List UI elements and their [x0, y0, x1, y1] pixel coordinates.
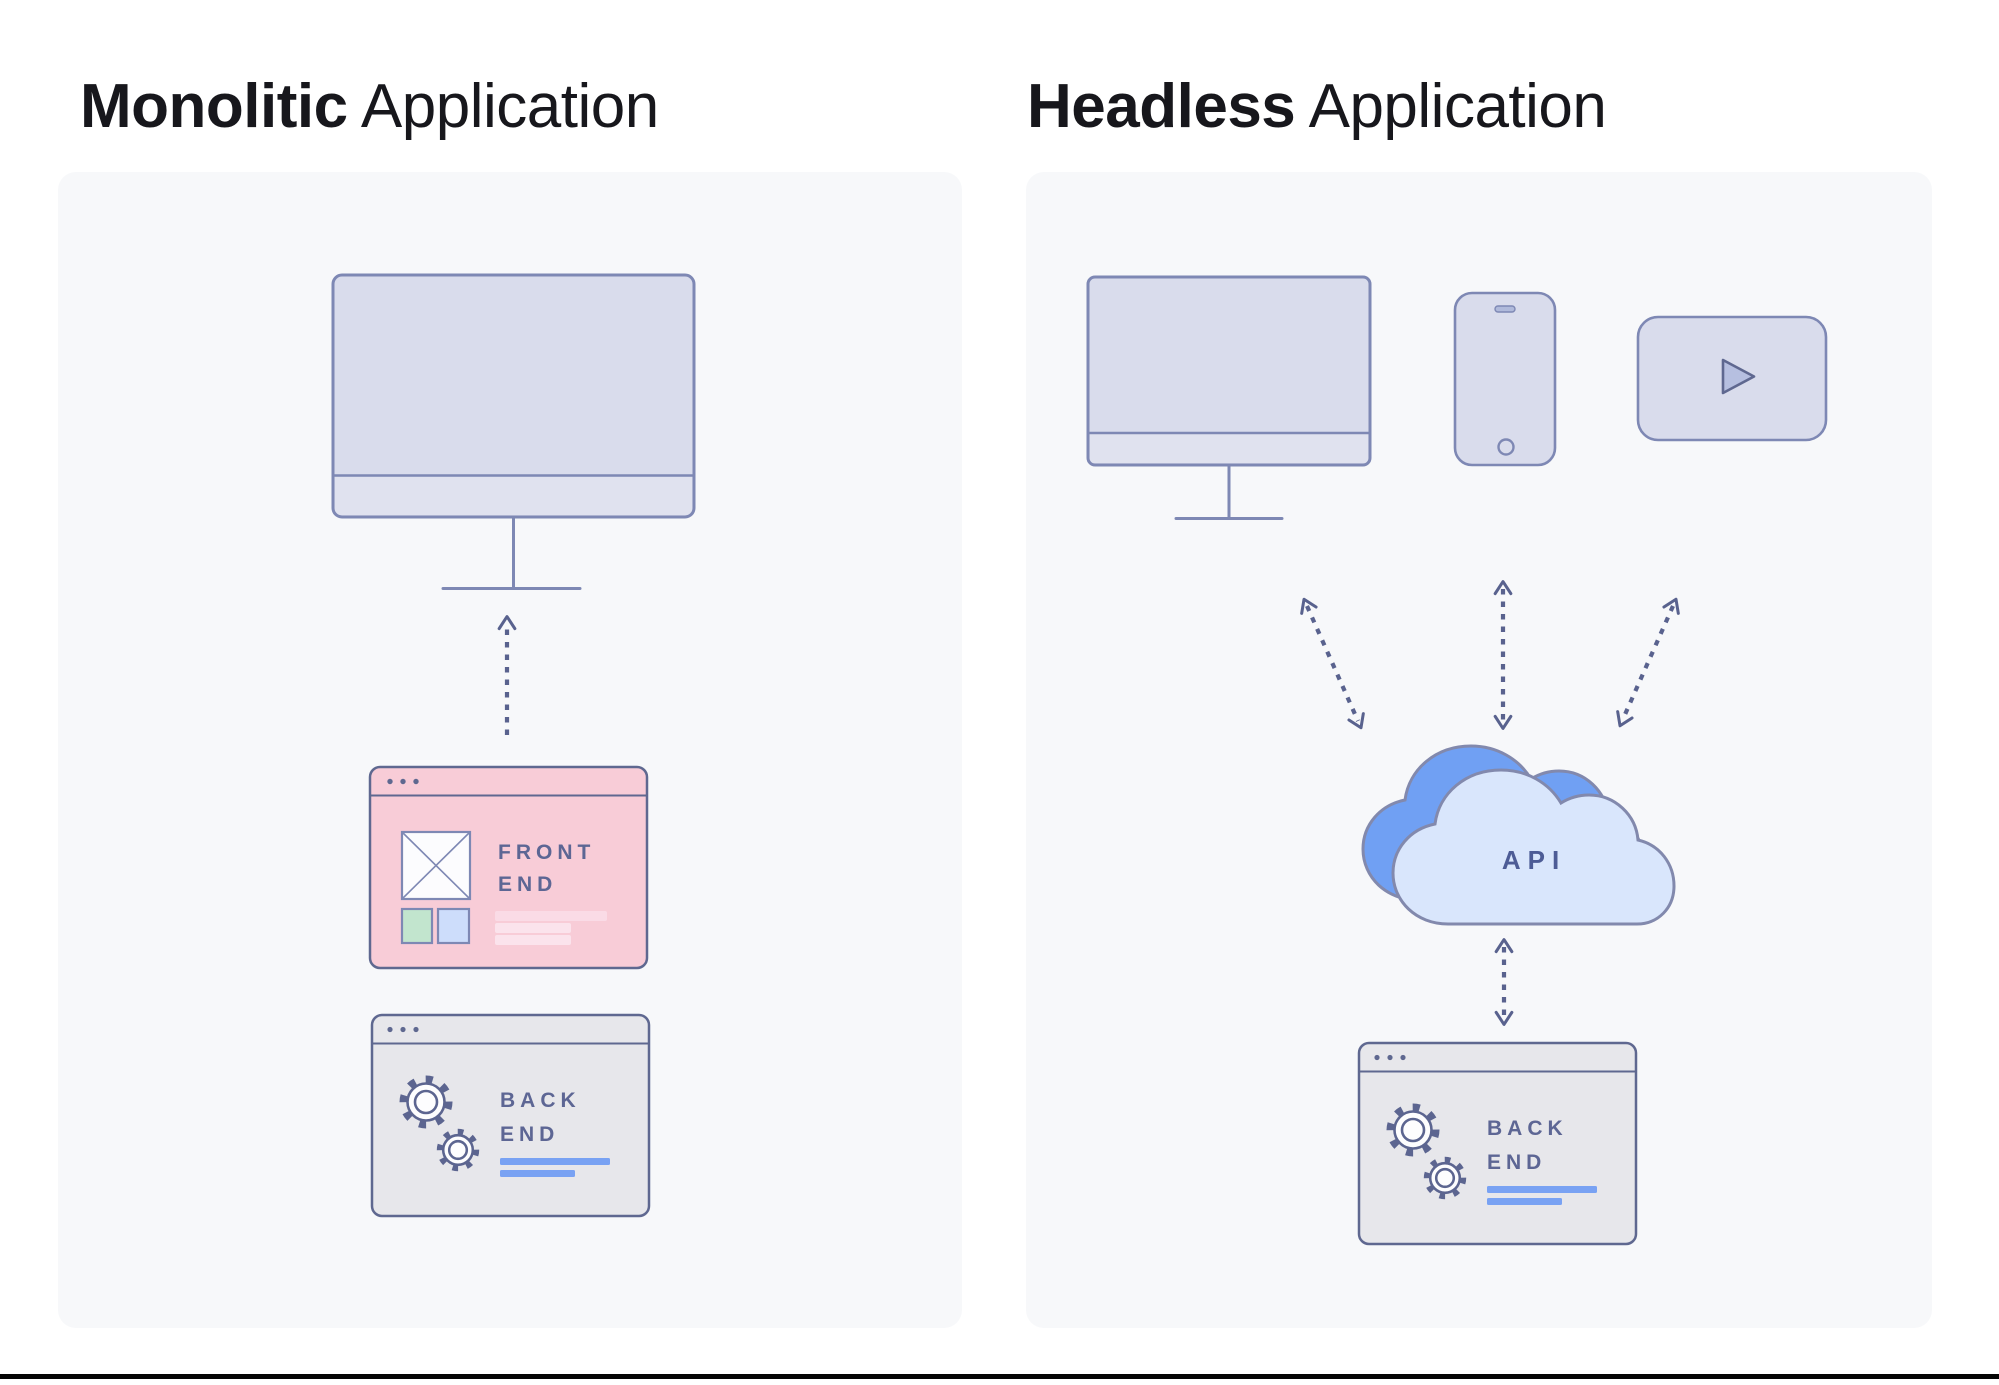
image-placeholder-diagonal [401, 831, 471, 900]
headless-diagram-canvas: API [1086, 275, 1828, 1246]
gear-teeth [399, 1075, 453, 1129]
backend-card-frame [370, 1013, 651, 1218]
monitor-chin [335, 477, 692, 515]
headless-panel: API [1026, 172, 1932, 1328]
gear-hole [413, 1089, 439, 1115]
frontend-card: FRONT END [368, 765, 649, 970]
browser-dot [1387, 1054, 1393, 1061]
gear-body [1393, 1110, 1433, 1150]
gear-teeth [436, 1128, 480, 1172]
gear-hole [1400, 1117, 1426, 1143]
browser-dots-icon [387, 778, 419, 785]
gear-body [441, 1133, 475, 1167]
phone-speaker [1494, 305, 1516, 313]
title-headless-bold: Headless [1027, 72, 1296, 141]
code-bar [1487, 1198, 1562, 1205]
play-icon [1721, 358, 1756, 395]
frontend-label-line1: FRONT [498, 841, 595, 864]
phone-body [1453, 291, 1557, 467]
smartphone-icon [1453, 291, 1557, 467]
frontend-label-line2: END [498, 873, 557, 896]
green-swatch [400, 907, 434, 945]
title-headless-rest: Application [1295, 72, 1607, 141]
browser-dot [387, 1026, 393, 1033]
gear-hole [1434, 1167, 1456, 1189]
gear-teeth [1423, 1156, 1467, 1200]
gear-teeth [1386, 1103, 1440, 1157]
monitor-chin [1090, 434, 1368, 463]
gear-icon [1423, 1156, 1467, 1200]
title-monolitic-rest: Application [347, 72, 659, 141]
title-headless: Headless Application [1027, 76, 1607, 138]
arrow-double-dashed-icon [1616, 597, 1680, 728]
gear-hole [447, 1139, 469, 1161]
browser-dot [400, 778, 406, 785]
browser-dots-icon [387, 1026, 419, 1033]
monolitic-diagram-canvas: FRONT END [331, 273, 696, 1218]
backend-label-line2: END [1487, 1151, 1546, 1174]
browser-dot [1400, 1054, 1406, 1061]
backend-label-line1: BACK [500, 1089, 581, 1112]
monitor-icon [1086, 275, 1372, 520]
browser-dot [400, 1026, 406, 1033]
browser-dot [387, 778, 393, 785]
monolitic-panel: FRONT END [58, 172, 962, 1328]
code-bar [500, 1170, 575, 1177]
monitor-screen [1088, 277, 1370, 465]
code-bar [1487, 1186, 1597, 1193]
browser-dot [413, 778, 419, 785]
browser-dot [413, 1026, 419, 1033]
browser-dots-icon [1374, 1054, 1406, 1061]
gear-body [1428, 1161, 1462, 1195]
monitor-icon [331, 273, 696, 590]
phone-home-button [1497, 438, 1515, 456]
title-monolitic-bold: Monolitic [80, 72, 348, 141]
video-player-icon [1636, 315, 1828, 442]
cloud-icon: API [1361, 744, 1676, 926]
text-placeholder-bar [495, 935, 571, 945]
backend-card: BACK END [370, 1013, 651, 1218]
code-bar [500, 1158, 610, 1165]
blue-swatch [436, 907, 471, 945]
gear-body [406, 1082, 446, 1122]
text-placeholder-bar [495, 923, 571, 933]
bottom-divider [0, 1374, 1999, 1379]
arrow-double-dashed-icon [1300, 597, 1365, 730]
api-label: API [1502, 845, 1566, 875]
text-placeholder-bar [495, 911, 607, 921]
backend-card: BACK END [1357, 1041, 1638, 1246]
backend-label-line2: END [500, 1123, 559, 1146]
title-monolitic: Monolitic Application [80, 76, 659, 138]
gear-icon [1386, 1103, 1440, 1157]
gear-icon [399, 1075, 453, 1129]
backend-card-frame [1357, 1041, 1638, 1246]
browser-dot [1374, 1054, 1380, 1061]
backend-label-line1: BACK [1487, 1117, 1568, 1140]
monitor-screen [333, 275, 694, 517]
image-placeholder-icon [400, 830, 472, 901]
gear-icon [436, 1128, 480, 1172]
